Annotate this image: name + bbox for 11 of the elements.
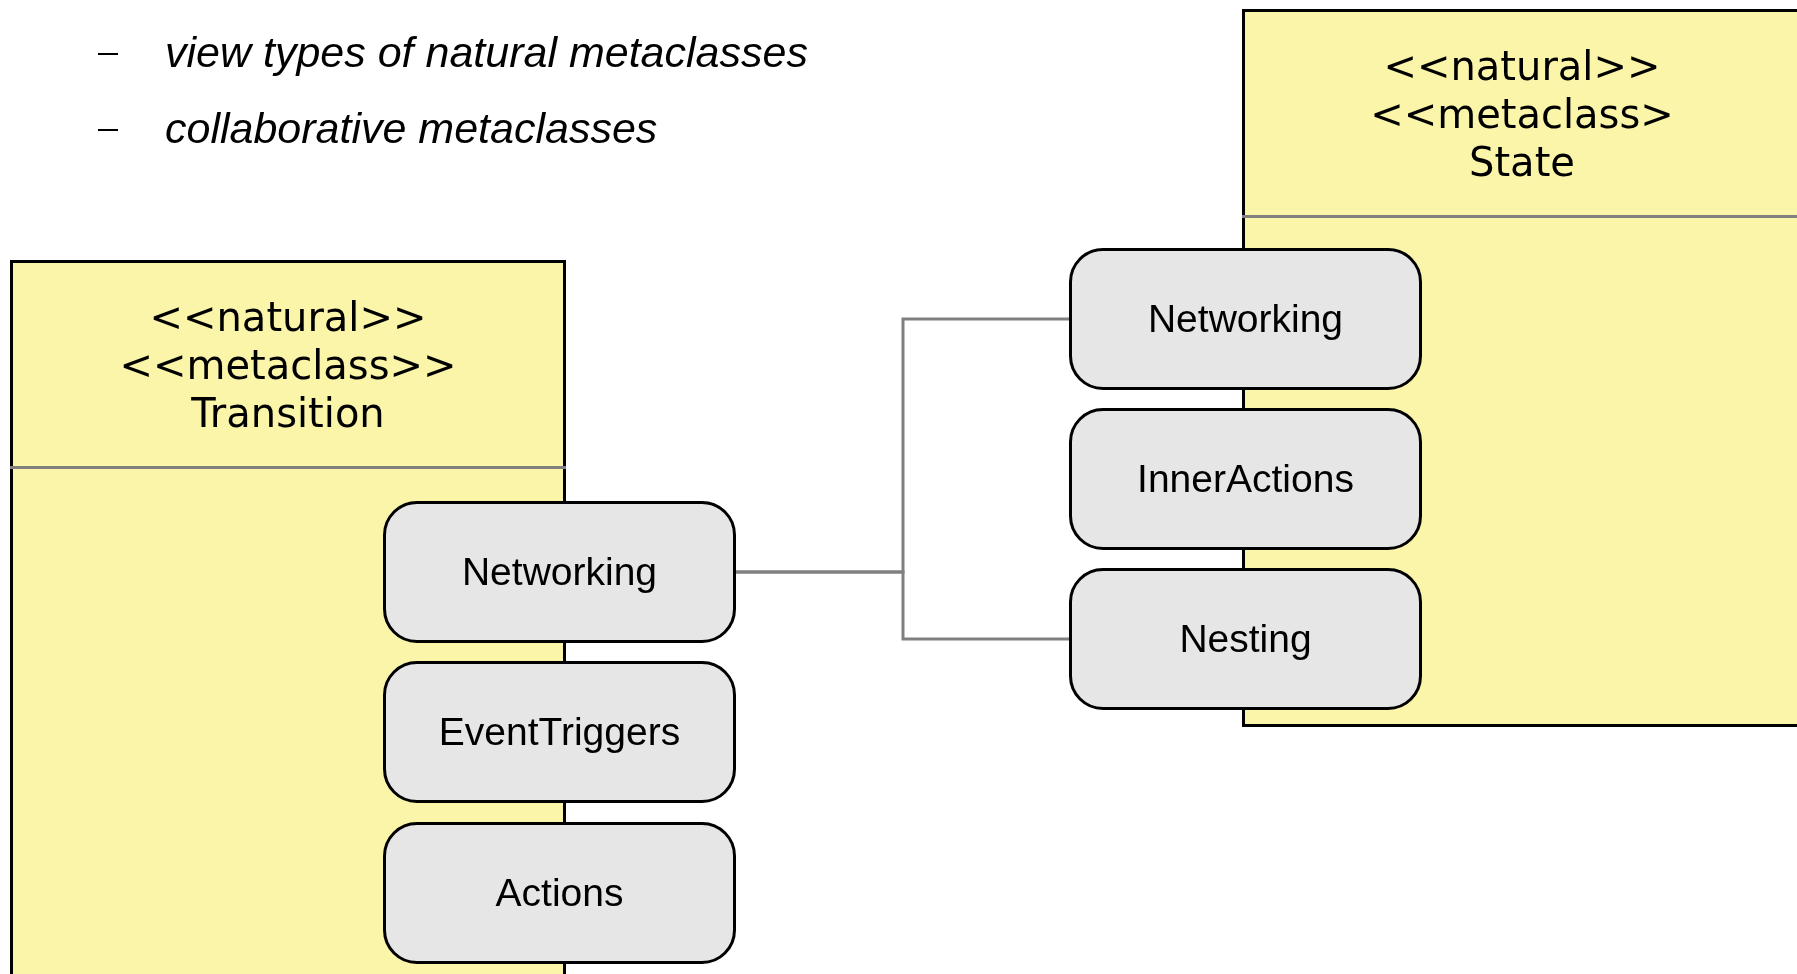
part-box: Nesting [1069,568,1422,710]
part-box: EventTriggers [383,661,736,803]
part-box: Actions [383,822,736,964]
bullet-text: view types of natural metaclasses [165,28,808,77]
connector-line [736,570,1069,641]
bullet-text: collaborative metaclasses [165,104,658,153]
class-title: <<natural>> <<metaclass> State [1370,41,1674,186]
class-title: <<natural>> <<metaclass>> Transition [119,292,457,437]
part-box: Networking [1069,248,1422,390]
part-box: Networking [383,501,736,643]
part-box: InnerActions [1069,408,1422,550]
